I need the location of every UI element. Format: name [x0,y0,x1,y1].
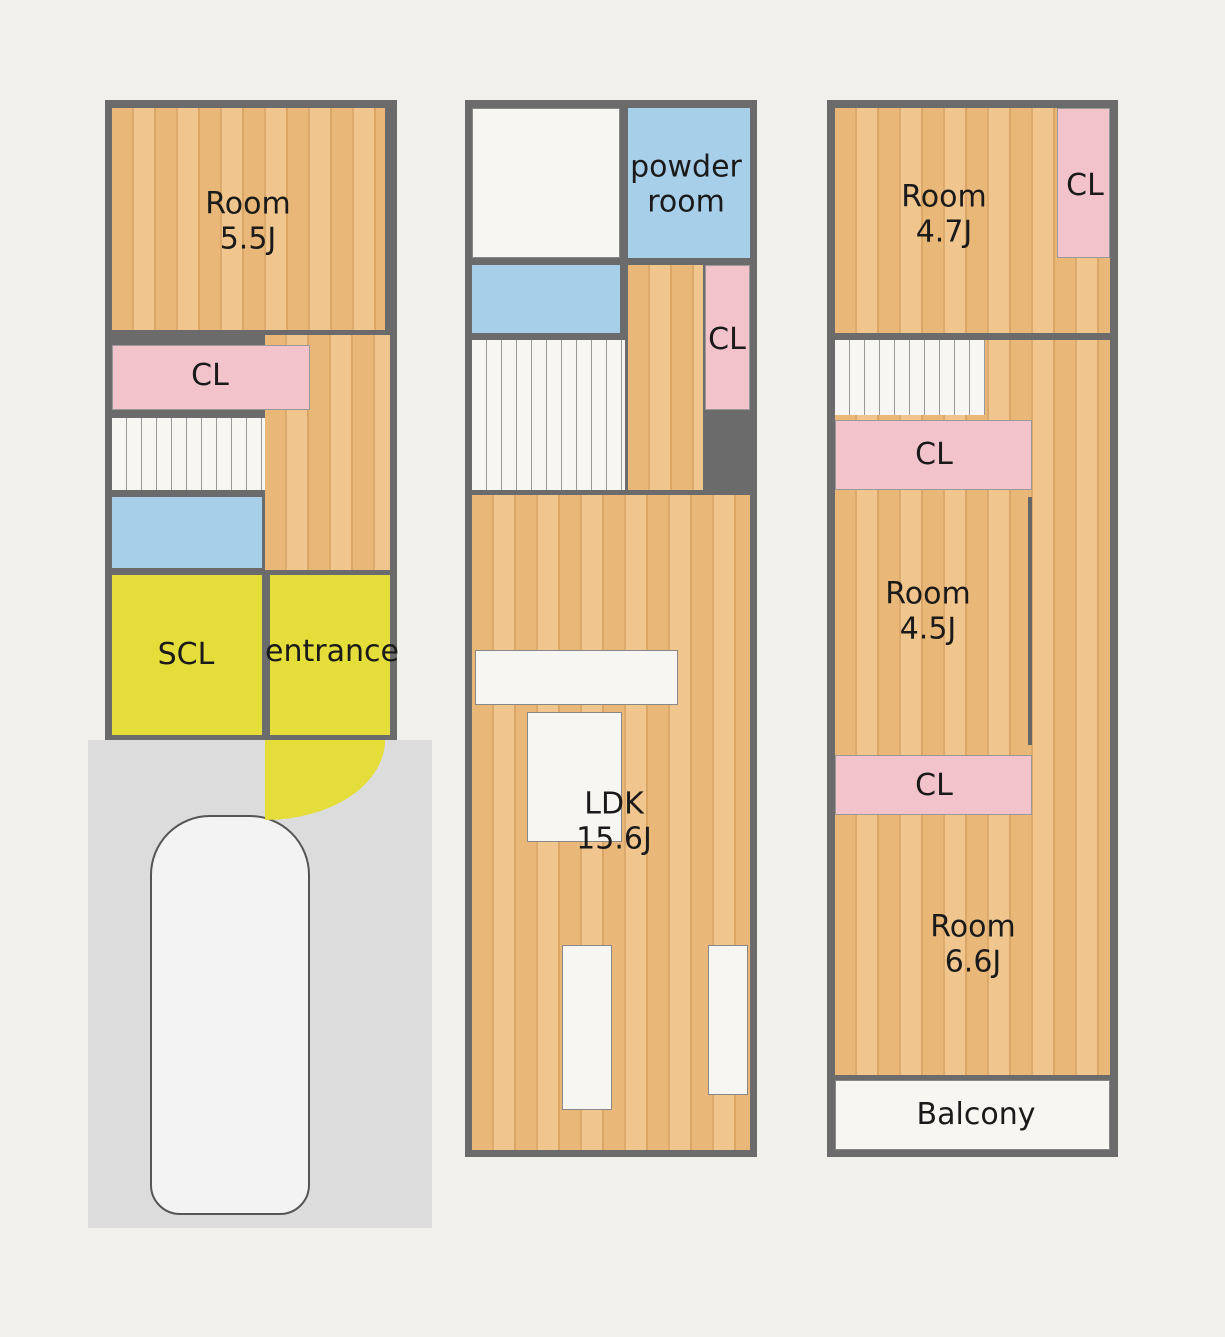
floor1-toilet [112,497,262,568]
closet-room-4-7j [1057,108,1110,258]
sofa [562,945,612,1110]
closet-label: CL [708,321,746,357]
closet-hall [835,420,1032,490]
room-name: Room [930,909,1016,945]
closet-label: CL [191,357,229,393]
car-icon [150,815,310,1215]
balcony-label: Balcony [916,1096,1036,1132]
closet-label: CL [1066,167,1104,203]
floor1-stairs [112,418,265,490]
ldk-size: 15.6J [576,821,652,856]
room-4-5j [835,497,1032,745]
room-name: Room [205,186,291,222]
closet-label: CL [915,436,953,472]
powder-line2: room [647,184,725,219]
storage-label: SCL [157,636,215,672]
kitchen-counter [475,650,678,705]
dining-table [527,712,622,842]
powder-room [628,108,750,258]
room-5-5j [112,108,385,330]
powder-line1: powder [630,149,742,185]
closet-label: CL [915,767,953,803]
entrance [270,575,390,735]
closet-room-6-6j [835,755,1032,815]
floor2-toilet [472,265,620,333]
room-size: 4.5J [899,611,957,646]
room-size: 4.7J [915,214,973,249]
bathroom [472,108,620,258]
room-name: Room [901,179,987,215]
tv-stand [708,945,748,1095]
entrance-label: entrance [265,633,399,669]
room-size: 5.5J [219,221,277,256]
floor2-hallway [628,265,703,490]
floor3-stairs [835,340,985,415]
floor1-closet [112,345,310,410]
balcony [835,1080,1110,1150]
room-size: 6.6J [944,944,1002,979]
floor2-closet [705,265,750,410]
storage-closet [112,575,262,735]
room-name: Room [885,576,971,612]
ldk-name: LDK [584,786,644,822]
floor2-stairs [472,340,625,490]
